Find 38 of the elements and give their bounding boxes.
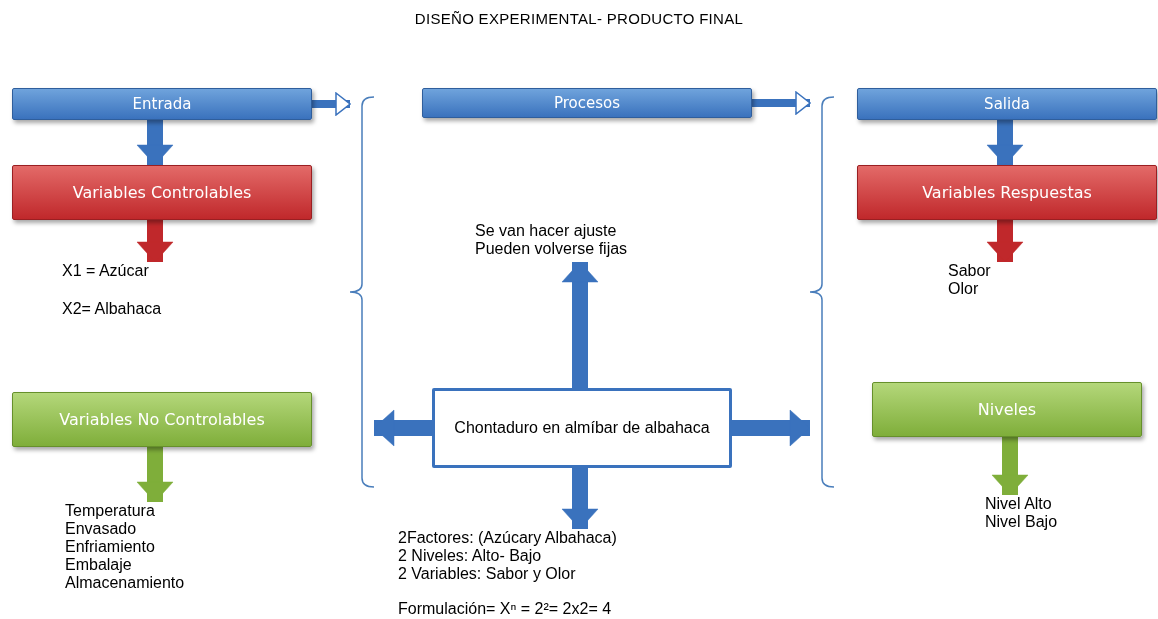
variable-box: Variables Respuestas — [857, 165, 1157, 220]
note-text: Pueden volverse fijas — [475, 240, 628, 258]
block-arrow — [373, 409, 432, 447]
block-arrow — [136, 220, 174, 263]
variable-box: Niveles — [872, 382, 1142, 437]
block-arrow — [561, 468, 599, 530]
note-text: 2Factores: (Azúcary Albahaca) — [398, 529, 617, 547]
list-item: Embalaje — [65, 556, 132, 574]
block-arrow — [136, 120, 174, 166]
block-arrow — [561, 261, 599, 388]
section-header: Salida — [857, 88, 1157, 120]
list-item: Almacenamiento — [65, 574, 185, 592]
variable-box: Variables No Controlables — [12, 392, 312, 447]
note-text: 2 Niveles: Alto- Bajo — [398, 547, 542, 565]
list-item: Nivel Bajo — [985, 513, 1058, 531]
list-item: Sabor — [948, 262, 991, 280]
note-text: Formulación= Xⁿ = 2²= 2x2= 4 — [398, 600, 612, 618]
block-arrow — [986, 120, 1024, 166]
product-box: Chontaduro en almíbar de albahaca — [432, 388, 732, 468]
list-item: Nivel Alto — [985, 495, 1052, 513]
hollow-arrow — [752, 91, 811, 115]
section-header: Procesos — [422, 88, 752, 118]
section-header: Entrada — [12, 88, 312, 120]
list-item: Envasado — [65, 520, 137, 538]
list-item: X2= Albahaca — [62, 300, 162, 318]
block-arrow — [986, 220, 1024, 263]
block-arrow — [991, 437, 1029, 496]
list-item: Olor — [948, 280, 979, 298]
block-arrow — [136, 447, 174, 503]
diagram-title: DISEÑO EXPERIMENTAL- PRODUCTO FINAL — [414, 10, 744, 27]
note-text: 2 Variables: Sabor y Olor — [398, 565, 576, 583]
hollow-arrow — [312, 92, 351, 116]
variable-box: Variables Controlables — [12, 165, 312, 220]
note-text: Se van hacer ajuste — [475, 222, 617, 240]
list-item: Enfriamiento — [65, 538, 155, 556]
list-item: Temperatura — [65, 502, 155, 520]
block-arrow — [732, 409, 811, 447]
list-item: X1 = Azúcar — [62, 262, 149, 280]
